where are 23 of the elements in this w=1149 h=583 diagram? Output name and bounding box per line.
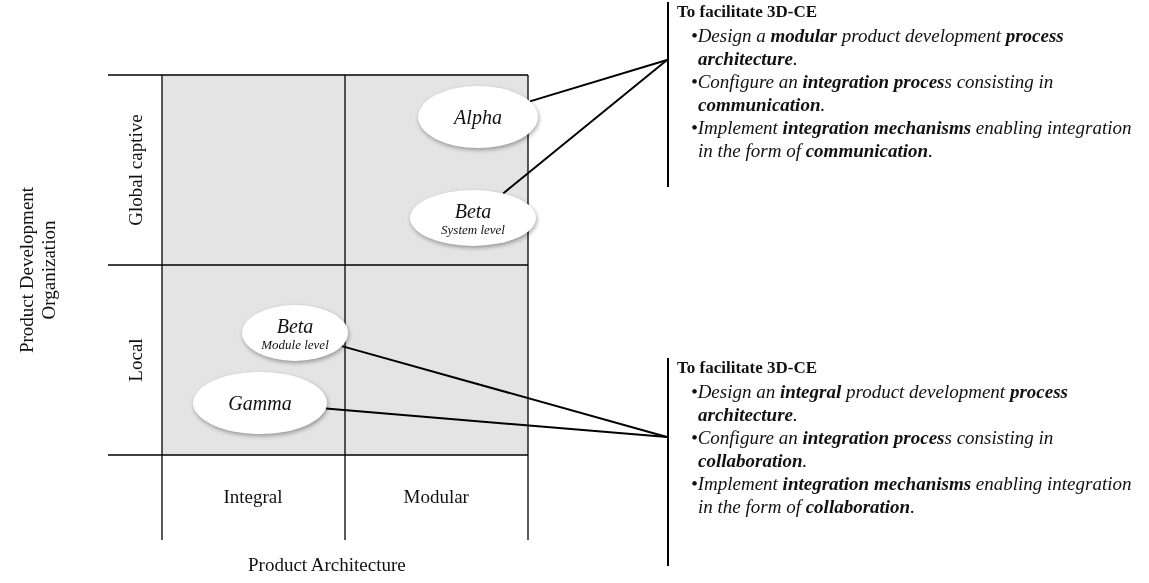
column-label: Modular xyxy=(403,486,469,508)
column-label: Integral xyxy=(223,486,283,508)
case-sublabel: Module level xyxy=(261,336,329,352)
case-sublabel: System level xyxy=(441,221,505,237)
bullet-item: •Implement integration mechanisms enabling integration in the form of collaboration. xyxy=(691,472,1133,518)
case-name: Alpha xyxy=(454,106,502,128)
case-name: Beta xyxy=(454,199,492,222)
row-label: Global captive xyxy=(124,114,147,226)
case-name: Beta xyxy=(276,314,314,337)
bullet-item: •Configure an integration process consisting in collaboration. xyxy=(691,426,1055,472)
block-heading: To facilitate 3D-CE xyxy=(677,2,819,22)
axis-title: Product Development Organization xyxy=(16,185,60,356)
connector-line xyxy=(340,345,668,438)
connector-line xyxy=(528,59,668,103)
row-label: Local xyxy=(124,338,147,382)
case-name: Gamma xyxy=(228,392,292,414)
connector-line xyxy=(502,59,668,195)
axis-title: Product Architecture xyxy=(248,554,406,576)
bullet-item: •Design a modular product development process architecture. xyxy=(691,24,1065,70)
bullet-item: •Implement integration mechanisms enabling integration in the form of communication. xyxy=(691,116,1133,162)
block-heading: To facilitate 3D-CE xyxy=(677,358,819,378)
bullet-item: •Configure an integration process consisting in communication. xyxy=(691,70,1055,116)
bullet-item: •Design an integral product development process architecture. xyxy=(691,380,1069,426)
